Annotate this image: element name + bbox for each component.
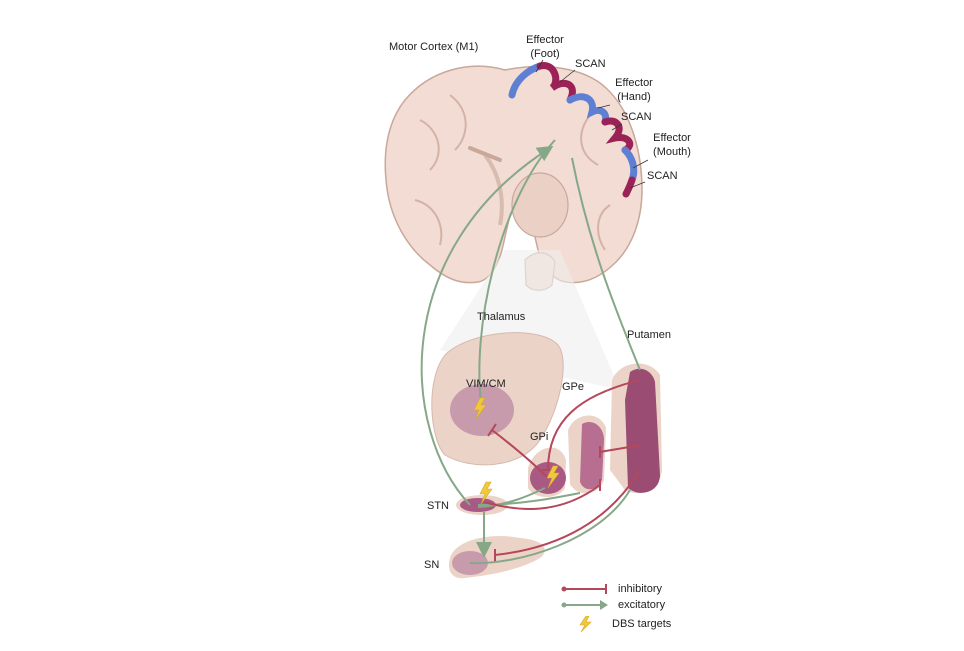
- putamen: [610, 363, 662, 494]
- inhibitory-line-icon: [561, 584, 607, 594]
- sn: [448, 536, 545, 579]
- legend-item-inhibitory: inhibitory: [560, 583, 662, 595]
- label-effector-hand-line2: (Hand): [617, 91, 651, 103]
- gpi: [528, 447, 566, 497]
- dbs-target-gpi-icon: [546, 465, 560, 489]
- legend-item-excitatory: excitatory: [560, 599, 665, 611]
- label-vim-cm: VIM/CM: [466, 378, 506, 390]
- label-putamen: Putamen: [627, 329, 672, 341]
- label-leader-lines: [535, 59, 649, 189]
- label-effector-hand: Effector (Hand): [608, 76, 660, 104]
- dbs-target-stn-icon: [479, 481, 493, 505]
- label-sn: SN: [424, 559, 440, 571]
- cortex-stripes: [508, 62, 638, 198]
- label-gpi: GPi: [530, 431, 549, 443]
- label-gpe: GPe: [562, 381, 585, 393]
- label-effector-foot-line1: Effector: [526, 34, 564, 46]
- label-effector-foot: Effector (Foot): [520, 33, 570, 61]
- legend-label-inhibitory: inhibitory: [618, 583, 663, 595]
- thalamus: [431, 332, 564, 466]
- legend-item-dbs-targets: DBS targets: [578, 616, 671, 632]
- label-thalamus: Thalamus: [477, 311, 526, 323]
- label-effector-mouth-line1: Effector: [653, 132, 691, 144]
- dbs-target-vim-icon: [473, 397, 487, 421]
- excitatory-arrow-icon: [561, 600, 608, 610]
- label-stn: STN: [427, 500, 449, 512]
- inhibitory-paths: [483, 379, 641, 561]
- legend-label-dbs-targets: DBS targets: [612, 618, 672, 630]
- label-effector-mouth: Effector (Mouth): [644, 131, 700, 159]
- legend-label-excitatory: excitatory: [618, 599, 666, 611]
- label-effector-hand-line1: Effector: [615, 77, 653, 89]
- label-motor-cortex: Motor Cortex (M1): [389, 41, 479, 53]
- label-effector-foot-line2: (Foot): [530, 48, 560, 60]
- label-scan-1: SCAN: [575, 58, 606, 70]
- label-scan-2: SCAN: [621, 111, 652, 123]
- label-scan-3: SCAN: [647, 170, 678, 182]
- label-effector-mouth-line2: (Mouth): [653, 146, 691, 158]
- gpe: [568, 415, 606, 494]
- lightning-bolt-icon: [579, 616, 592, 632]
